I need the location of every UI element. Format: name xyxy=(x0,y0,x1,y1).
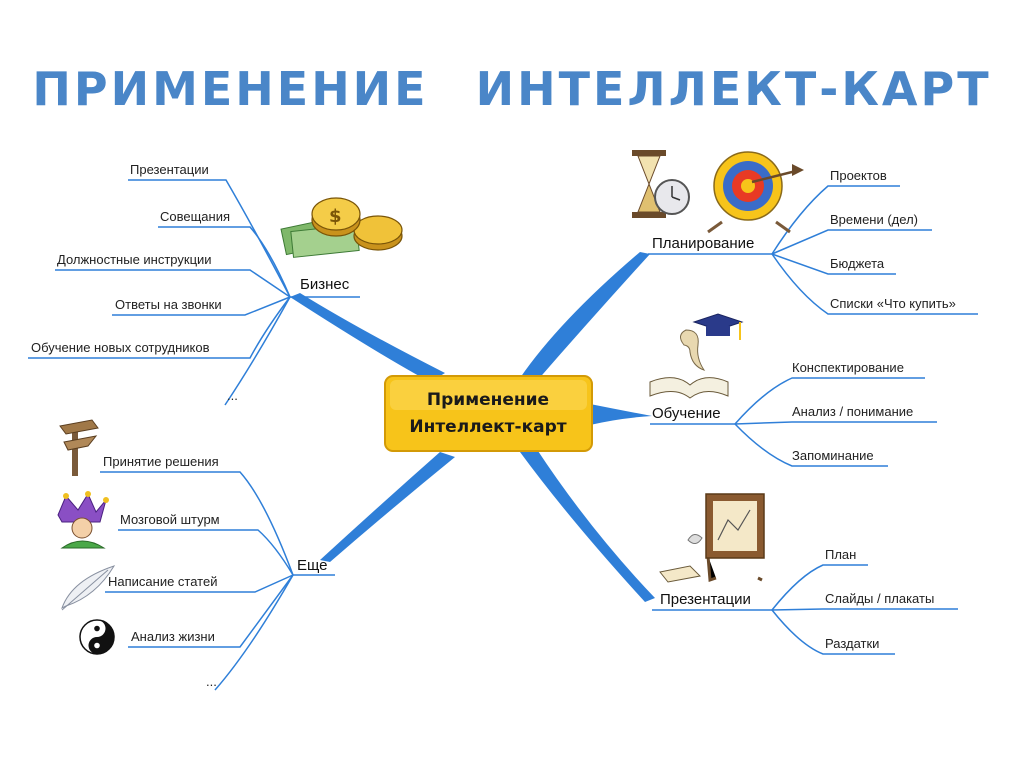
branch-business xyxy=(28,179,360,406)
signpost-icon xyxy=(59,419,99,476)
learning-item-3[interactable]: Запоминание xyxy=(792,448,874,463)
branch-learning-label[interactable]: Обучение xyxy=(652,405,721,422)
feather-icon xyxy=(61,565,116,611)
book-graduation-cap-icon xyxy=(649,313,744,399)
planning-item-2[interactable]: Времени (дел) xyxy=(830,212,918,227)
branch-business-label[interactable]: Бизнес xyxy=(300,276,350,293)
business-item-1[interactable]: Презентации xyxy=(130,162,209,177)
learning-item-1[interactable]: Конспектирование xyxy=(792,360,904,375)
easel-icon xyxy=(659,493,765,583)
connector-planning xyxy=(520,252,650,382)
more-item-4[interactable]: Анализ жизни xyxy=(131,629,215,644)
branch-learning xyxy=(650,377,937,467)
branch-planning xyxy=(648,185,978,315)
presentations-item-3[interactable]: Раздатки xyxy=(825,636,879,651)
business-item-2[interactable]: Совещания xyxy=(160,209,230,224)
jester-icon xyxy=(57,491,109,549)
more-item-2[interactable]: Мозговой штурм xyxy=(120,512,220,527)
branch-presentations-label[interactable]: Презентации xyxy=(660,591,751,608)
hourglass-clock-icon xyxy=(632,150,690,218)
business-money-icon: $ xyxy=(280,197,403,258)
planning-items: Проектов Времени (дел) Бюджета Списки «Ч… xyxy=(652,168,956,311)
connector-more xyxy=(320,452,455,562)
more-icons xyxy=(57,419,116,655)
branch-more-label[interactable]: Еще xyxy=(297,557,328,574)
branch-more xyxy=(100,471,335,691)
business-item-more[interactable]: ... xyxy=(227,388,238,403)
central-node-line1: Применение xyxy=(427,390,549,410)
svg-text:$: $ xyxy=(329,206,342,227)
yin-yang-icon xyxy=(79,619,115,655)
more-items: Принятие решения Мозговой штурм Написани… xyxy=(103,454,328,689)
planning-item-4[interactable]: Списки «Что купить» xyxy=(830,296,956,311)
planning-item-3[interactable]: Бюджета xyxy=(830,256,885,271)
branch-presentations xyxy=(652,564,958,655)
more-item-more[interactable]: ... xyxy=(206,674,217,689)
learning-items: Конспектирование Анализ / понимание Запо… xyxy=(652,360,913,463)
connector-learning xyxy=(590,404,652,425)
business-item-3[interactable]: Должностные инструкции xyxy=(57,252,212,267)
business-item-4[interactable]: Ответы на звонки xyxy=(115,297,222,312)
presentations-item-1[interactable]: План xyxy=(825,547,856,562)
central-node-line2: Интеллект-карт xyxy=(409,417,566,437)
learning-item-2[interactable]: Анализ / понимание xyxy=(792,404,913,419)
presentations-items: План Слайды / плакаты Раздатки Презентац… xyxy=(660,547,934,651)
target-icon xyxy=(707,151,804,234)
more-item-1[interactable]: Принятие решения xyxy=(103,454,219,469)
planning-item-1[interactable]: Проектов xyxy=(830,168,887,183)
main-connectors xyxy=(290,252,655,602)
connector-presentations xyxy=(520,448,655,602)
central-node[interactable]: Применение Интеллект-карт xyxy=(384,375,593,452)
planning-icons xyxy=(632,150,804,234)
business-items: Презентации Совещания Должностные инстру… xyxy=(31,162,350,403)
page-title: ПРИМЕНЕНИЕ ИНТЕЛЛЕКТ-КАРТ xyxy=(32,62,992,116)
business-item-5[interactable]: Обучение новых сотрудников xyxy=(31,340,210,355)
presentations-item-2[interactable]: Слайды / плакаты xyxy=(825,591,934,606)
branch-planning-label[interactable]: Планирование xyxy=(652,235,754,252)
more-item-3[interactable]: Написание статей xyxy=(108,574,217,589)
connector-business xyxy=(290,293,445,382)
